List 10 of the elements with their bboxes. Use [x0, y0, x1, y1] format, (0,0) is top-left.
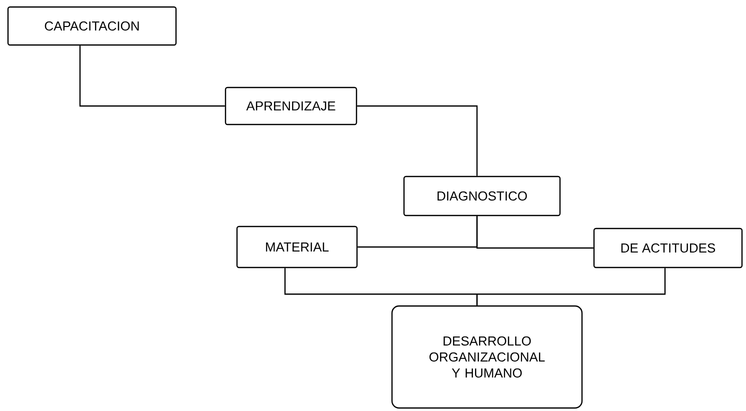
connector-line	[79, 46, 225, 107]
connector-line	[476, 216, 594, 249]
connector-line	[357, 105, 478, 176]
process-box: DESARROLLO ORGANIZACIONAL Y HUMANO	[391, 305, 583, 409]
process-box: DE ACTITUDES	[593, 228, 743, 268]
process-box: MATERIAL	[236, 226, 358, 268]
connector-line	[476, 268, 666, 306]
process-box: APRENDIZAJE	[224, 86, 358, 126]
process-box: CAPACITACION	[7, 6, 177, 46]
process-box: DIAGNOSTICO	[403, 176, 561, 216]
